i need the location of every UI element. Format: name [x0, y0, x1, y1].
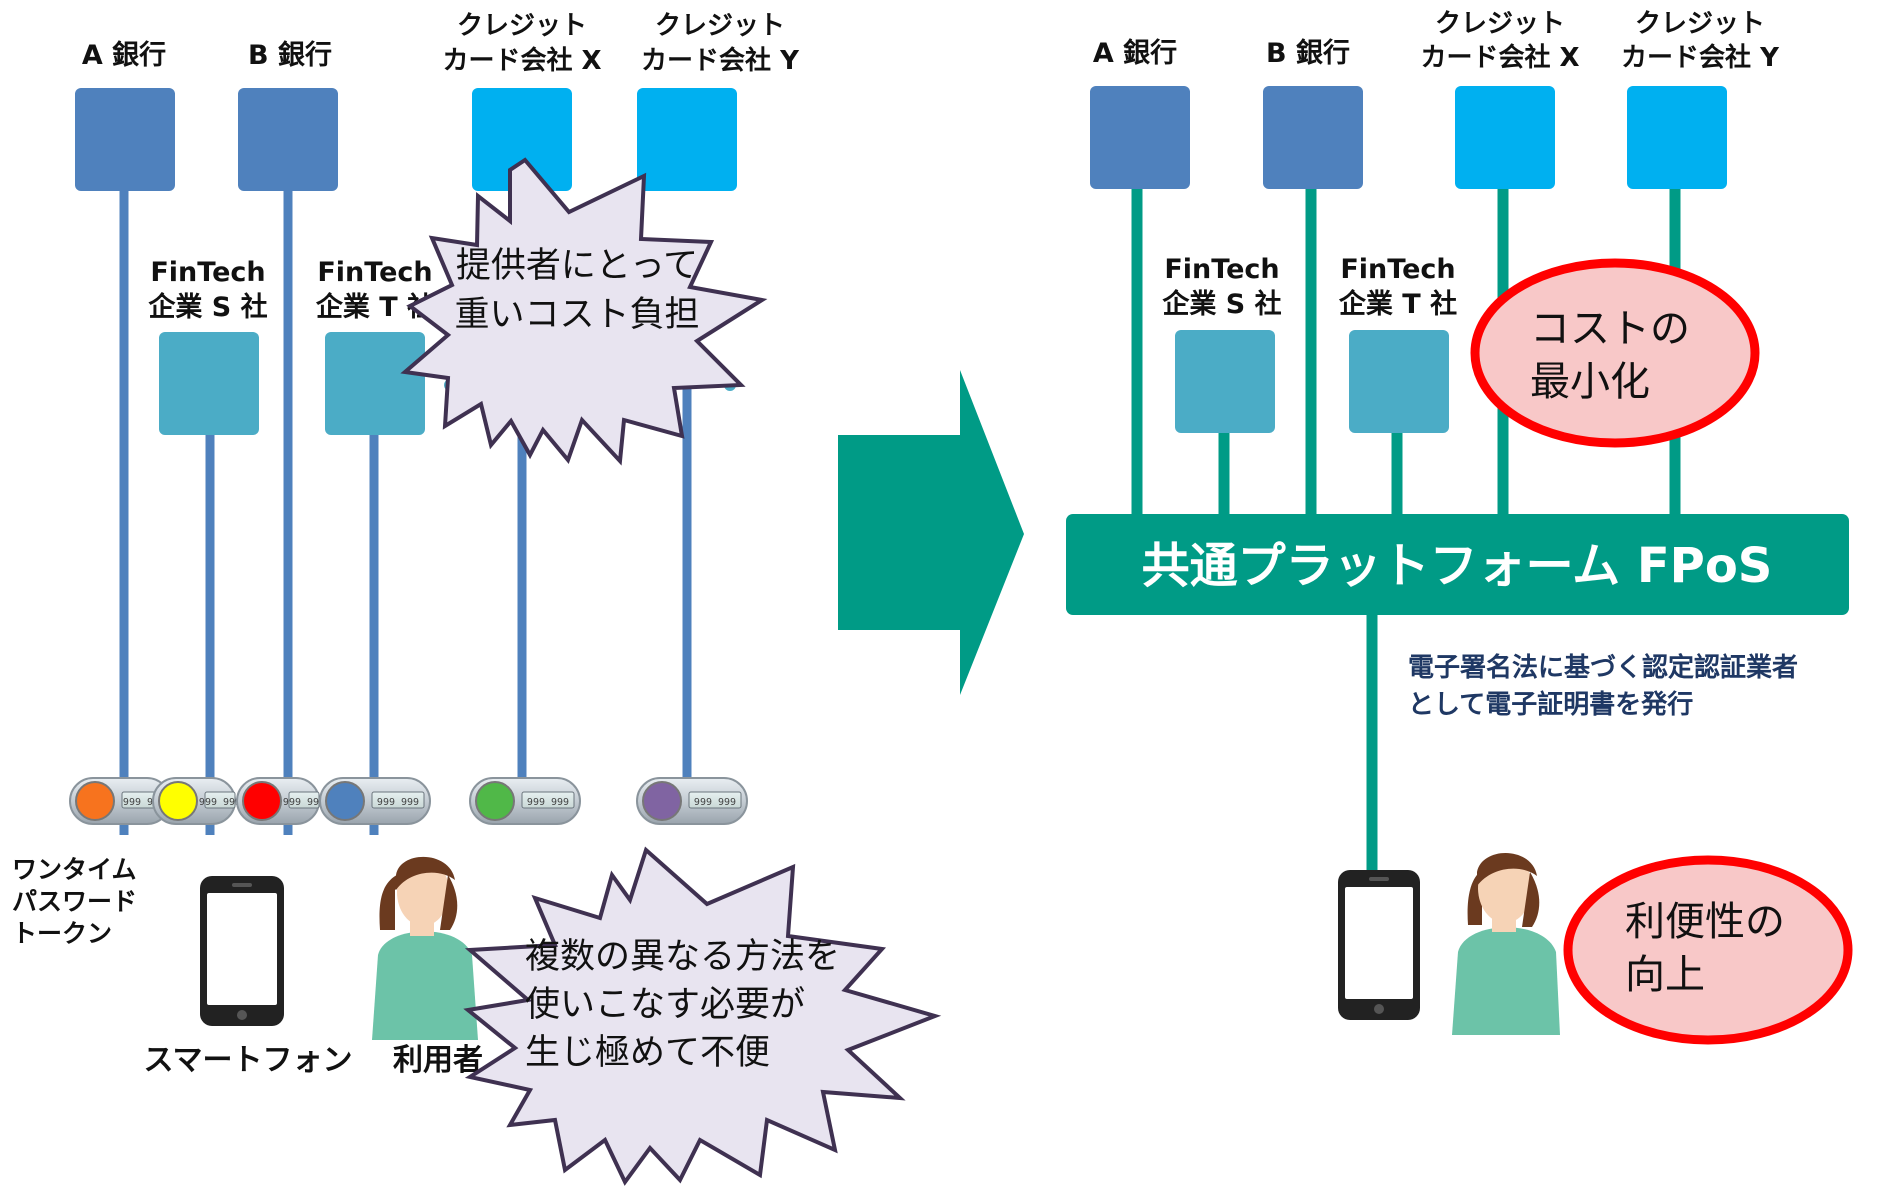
- fintech-s-box: [1175, 330, 1275, 433]
- token-display: 999 999: [527, 797, 569, 808]
- token-button: [642, 781, 682, 821]
- cert-note-line2: として電子証明書を発行: [1408, 689, 1693, 720]
- otp-token: 999 999: [152, 777, 241, 825]
- card-y-box: [637, 88, 737, 191]
- fintech-t-box: [325, 332, 425, 435]
- card-y-label-line2: カード会社 Y: [641, 45, 800, 76]
- left-panel: A 銀行 B 銀行 クレジット カード会社 X クレジット カード会社 Y Fi…: [12, 11, 942, 1186]
- card-x-box: [472, 88, 572, 191]
- card-y-box: [1627, 86, 1727, 189]
- card-x-label-line1: クレジット: [457, 11, 587, 41]
- card-x-label-line2: カード会社 X: [1420, 42, 1579, 73]
- bank-b-box: [238, 88, 338, 191]
- fintech-s-label-line2: 企業 S 社: [1162, 288, 1281, 320]
- smartphone-label: スマートフォン: [143, 1043, 352, 1078]
- fintech-s-label-line1: FinTech: [150, 257, 265, 288]
- otp-token: 999 999: [469, 777, 581, 825]
- cost-burst-line1: 提供者にとって: [456, 246, 698, 286]
- cost-minimization-ellipse: [1470, 258, 1760, 448]
- inconvenience-burst-line2: 使いこなす必要が: [525, 985, 805, 1025]
- fintech-t-label-line1: FinTech: [1340, 254, 1455, 285]
- otp-tokens: 999 999 999 999 999 999 999 999: [69, 777, 748, 825]
- cost-burden-burst: [400, 157, 768, 466]
- token-label-line3: トークン: [12, 919, 112, 948]
- token-display: 999 999: [283, 797, 325, 808]
- smartphone-icon: [1338, 870, 1420, 1020]
- cost-ellipse-line1: コストの: [1530, 306, 1690, 352]
- token-display: 999 999: [199, 797, 241, 808]
- card-y-label-line1: クレジット: [1635, 9, 1765, 39]
- bank-a-box: [75, 88, 175, 191]
- token-button: [242, 781, 282, 821]
- otp-token: 999 999: [319, 777, 431, 825]
- user-label: 利用者: [393, 1043, 483, 1078]
- user-icon: [1452, 852, 1560, 1035]
- user-icon: [372, 856, 478, 1040]
- token-button: [475, 781, 515, 821]
- bank-a-label: A 銀行: [1093, 37, 1177, 69]
- cost-burst-line2: 重いコスト負担: [454, 295, 699, 335]
- token-display: 999 999: [123, 797, 165, 808]
- fintech-t-label-line2: 企業 T 社: [1339, 288, 1457, 320]
- inconvenience-burst: [463, 846, 942, 1186]
- token-label-line2: パスワード: [12, 887, 137, 916]
- bank-b-label: B 銀行: [1266, 37, 1350, 69]
- card-x-label-line2: カード会社 X: [442, 45, 601, 76]
- token-label-line1: ワンタイム: [12, 855, 137, 884]
- inconvenience-burst-line3: 生じ極めて不便: [525, 1033, 770, 1073]
- token-button: [75, 781, 115, 821]
- bank-b-box: [1263, 86, 1363, 189]
- bank-b-label: B 銀行: [248, 39, 332, 71]
- token-button: [158, 781, 198, 821]
- otp-token: 999 999: [236, 777, 325, 825]
- card-x-box: [1455, 86, 1555, 189]
- card-y-label-line1: クレジット: [655, 11, 785, 41]
- platform-bar: [1066, 514, 1849, 615]
- card-y-label-line2: カード会社 Y: [1621, 42, 1780, 73]
- platform-label: 共通プラットフォーム FPoS: [1142, 538, 1773, 594]
- cost-ellipse-line2: 最小化: [1530, 359, 1650, 405]
- cert-note-line1: 電子署名法に基づく認定認証業者: [1408, 652, 1798, 683]
- token-display: 999 999: [377, 797, 419, 808]
- convenience-ellipse: [1563, 855, 1853, 1045]
- fintech-s-box: [159, 332, 259, 435]
- right-panel: A 銀行 B 銀行 クレジット カード会社 X クレジット カード会社 Y Fi…: [1066, 9, 1853, 1045]
- bank-a-label: A 銀行: [82, 39, 166, 71]
- convenience-ellipse-line2: 向上: [1625, 952, 1705, 998]
- token-display: 999 999: [694, 797, 736, 808]
- smartphone-icon: [200, 876, 284, 1026]
- otp-token: 999 999: [636, 777, 748, 825]
- fintech-t-box: [1349, 330, 1449, 433]
- transition-arrow: [838, 370, 1024, 695]
- fintech-s-label-line2: 企業 S 社: [148, 291, 267, 323]
- fintech-s-label-line1: FinTech: [1164, 254, 1279, 285]
- token-button: [325, 781, 365, 821]
- bank-a-box: [1090, 86, 1190, 189]
- fintech-t-label-line1: FinTech: [317, 257, 432, 288]
- inconvenience-burst-line1: 複数の異なる方法を: [525, 937, 840, 977]
- card-x-label-line1: クレジット: [1435, 9, 1565, 39]
- convenience-ellipse-line1: 利便性の: [1625, 899, 1785, 945]
